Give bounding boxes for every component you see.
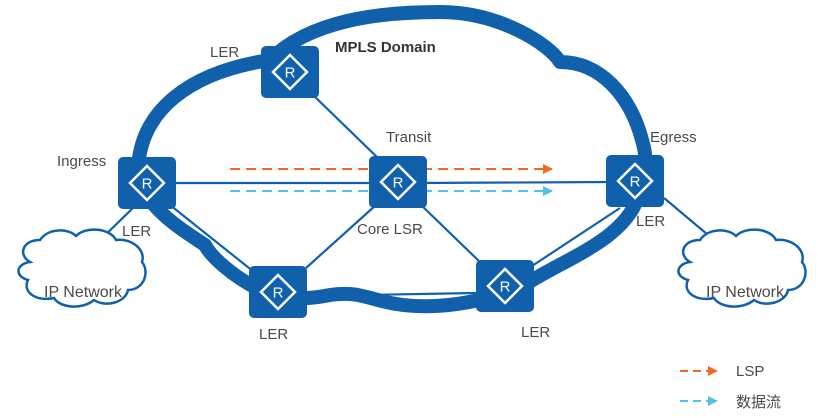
label-core-lsr: Core LSR [357, 221, 423, 238]
domain-title: MPLS Domain [335, 39, 436, 56]
ip-network-label: IP Network [44, 284, 123, 301]
label-egress-ler: LER [636, 213, 665, 230]
router-top-ler[interactable]: R [259, 44, 321, 100]
link-bottomright-egress [531, 207, 621, 267]
legend-label: LSP [736, 363, 764, 380]
link-transit-bottomright [419, 203, 483, 265]
link-ingress-bottomleft [169, 204, 255, 273]
label-egress: Egress [650, 129, 697, 146]
cloud-icon [677, 228, 807, 308]
legend-item-lsp: LSP [680, 363, 764, 380]
router-letter: R [142, 176, 153, 193]
link-bottomleft-bottomright [306, 291, 477, 298]
router-bottom-left-ler[interactable]: R [247, 264, 309, 320]
cloud-icon [17, 228, 147, 308]
router-letter: R [500, 279, 511, 296]
label-bottom-right-ler: LER [521, 324, 550, 341]
label-top-ler: LER [210, 44, 239, 61]
label-transit: Transit [386, 129, 432, 146]
ip-network-right: IP Network [677, 228, 807, 308]
link-topler-transit [311, 93, 381, 161]
ip-network-label: IP Network [706, 284, 785, 301]
legend-label: 数据流 [736, 394, 781, 411]
router-letter: R [393, 175, 404, 192]
link-transit-egress [419, 180, 613, 185]
link-transit-bottomleft [305, 204, 377, 269]
router-bottom-right-ler[interactable]: R [474, 258, 536, 314]
router-transit[interactable]: R [367, 154, 429, 210]
router-egress[interactable]: R [604, 153, 666, 209]
router-letter: R [273, 285, 284, 302]
legend: LSP 数据流 [680, 363, 781, 411]
ip-network-left: IP Network [17, 228, 147, 308]
label-bottom-left-ler: LER [259, 326, 288, 343]
mpls-domain-outline [131, 5, 653, 314]
label-ingress-ler: LER [122, 223, 151, 240]
label-ingress: Ingress [57, 153, 106, 170]
router-letter: R [630, 174, 641, 191]
router-letter: R [285, 65, 296, 82]
router-ingress[interactable]: R [116, 155, 178, 211]
network-links [95, 93, 721, 298]
legend-item-data-flow: 数据流 [680, 394, 781, 411]
